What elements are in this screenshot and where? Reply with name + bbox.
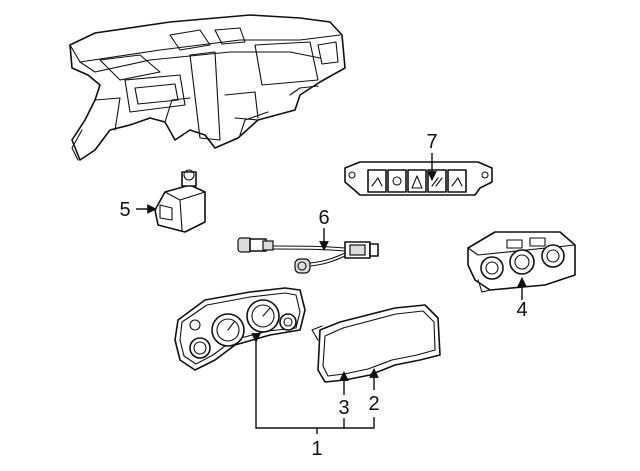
callout-6: 6 xyxy=(318,207,329,229)
cluster-lens-part-2 xyxy=(311,304,441,383)
callout-2: 2 xyxy=(368,393,379,415)
callout-5: 5 xyxy=(119,199,130,221)
callout-3: 3 xyxy=(338,397,349,419)
callout-4: 4 xyxy=(516,299,527,321)
callouts: 7 5 6 4 3 2 1 xyxy=(119,131,527,460)
leader-1 xyxy=(251,333,375,429)
callout-1: 1 xyxy=(311,438,322,460)
leader-lines xyxy=(136,153,527,434)
callout-7: 7 xyxy=(426,131,437,153)
instrument-panel-illustration xyxy=(69,14,346,161)
module-part-5 xyxy=(154,169,206,233)
wiring-harness-part-6 xyxy=(237,237,379,274)
climate-control-part-4 xyxy=(467,231,576,293)
instrument-cluster-part-3 xyxy=(174,287,306,371)
switch-bank-part-7 xyxy=(344,161,493,196)
